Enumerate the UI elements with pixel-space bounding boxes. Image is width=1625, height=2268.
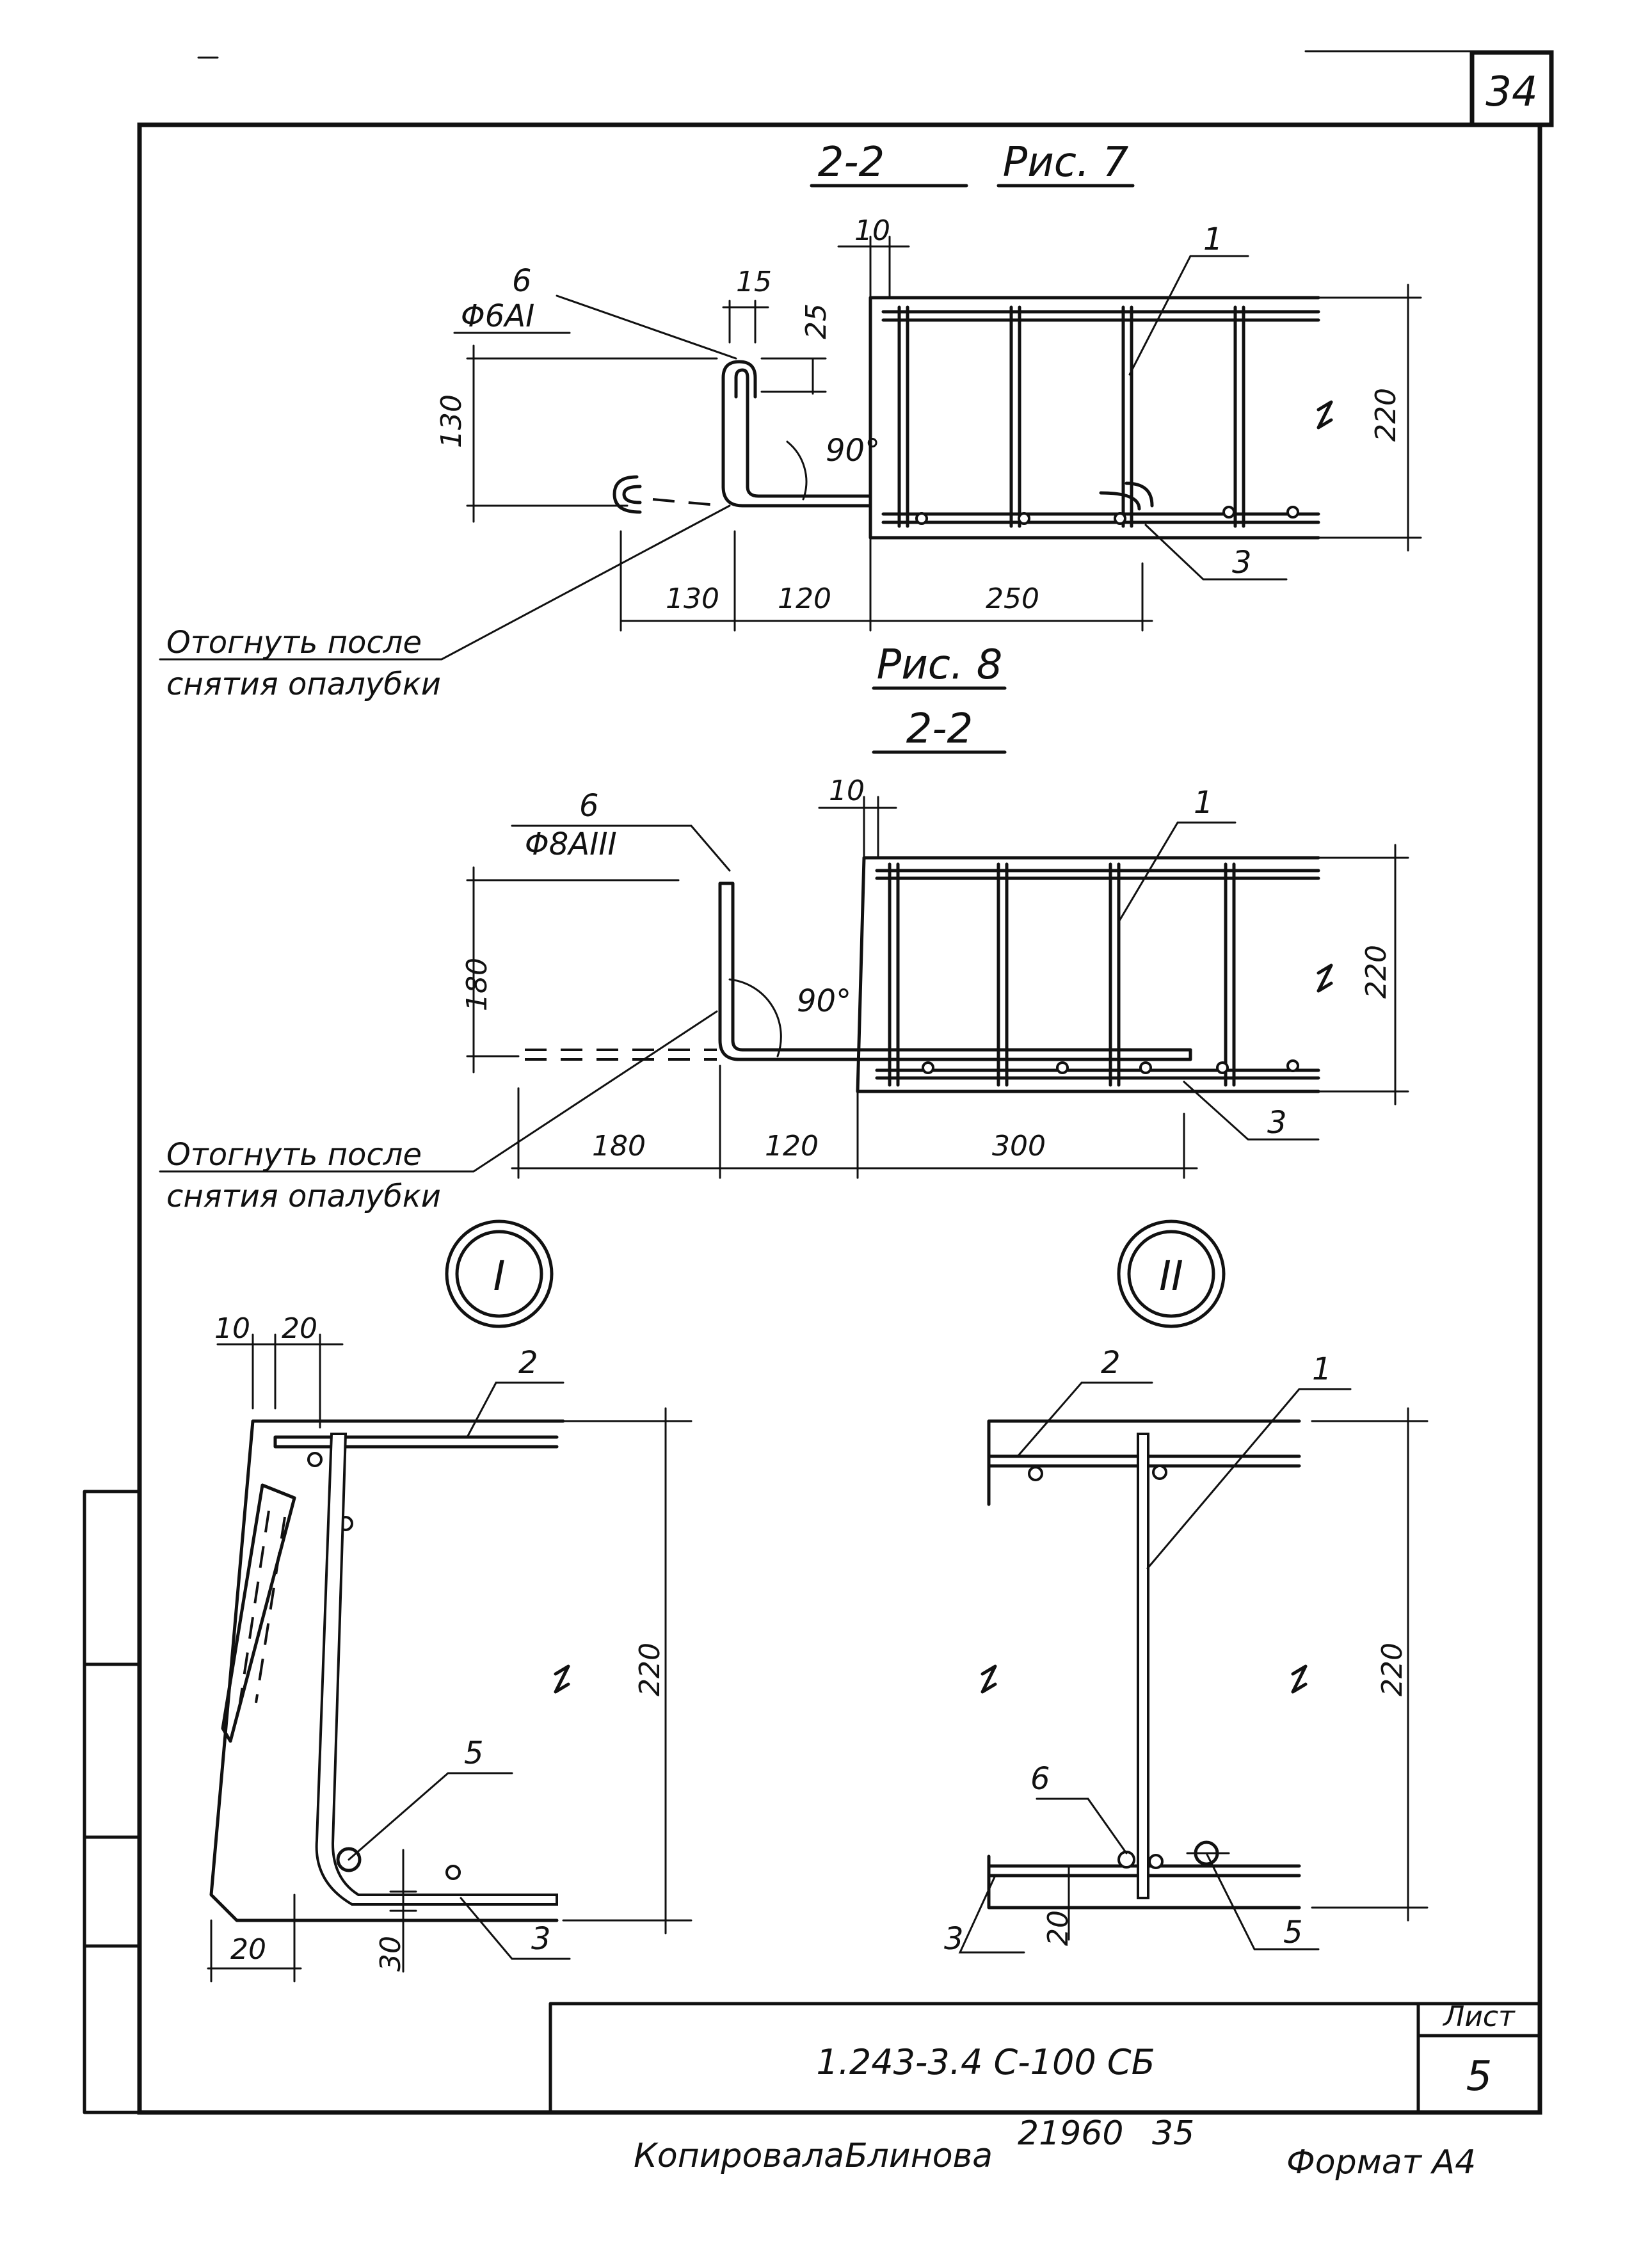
footer-order: 21960: [1018, 2114, 1123, 2153]
detail-2-pos-2: 2: [1101, 1345, 1121, 1381]
detail-2-mark: II: [1159, 1253, 1183, 1300]
fig8-dim-b1: 180: [592, 1130, 646, 1162]
sheet-label: Лист: [1442, 2000, 1516, 2033]
sheet-number: 34: [1485, 68, 1537, 116]
detail-1-dim-20-bot: 20: [230, 1933, 266, 1966]
fig8-note-line2: снятия опалубки: [166, 1178, 441, 1214]
fig7-dim-hook-w: 15: [736, 266, 772, 298]
detail-2-pos-5: 5: [1283, 1915, 1303, 1950]
detail-2-pos-1: 1: [1312, 1351, 1332, 1387]
fig7-title: Рис. 7: [1003, 139, 1129, 186]
fig8-section-label: 2-2: [906, 705, 973, 753]
fig8-pos-3: 3: [1267, 1105, 1287, 1141]
sheet-frame: [83, 50, 1554, 2115]
fig8-rebar-spec: Φ8АIII: [525, 826, 617, 862]
fig8-rebar-pos: 6: [579, 788, 599, 824]
fig8-rebar-6: [718, 881, 1192, 1061]
detail-2-pos-3: 3: [944, 1921, 964, 1957]
figure-7: 2-2 Рис. 7 6 Φ6АI: [159, 139, 1422, 702]
fig8-angle: 90°: [797, 983, 851, 1019]
detail-2-pos-6: 6: [1030, 1761, 1050, 1797]
detail-2: II 220 20 2 1 6 3 5: [944, 1219, 1429, 1957]
sheet-value: 5: [1466, 2053, 1493, 2100]
fig7-dim-total-h: 220: [1370, 388, 1402, 442]
footer-name: Блинова: [845, 2137, 993, 2175]
fig7-pos-1: 1: [1203, 221, 1223, 257]
fig8-title: Рис. 8: [877, 641, 1003, 689]
footer-format: Формат А4: [1286, 2143, 1476, 2182]
fig8-dim-total-h: 220: [1360, 945, 1393, 999]
fig7-pos-3: 3: [1232, 545, 1252, 581]
fig7-note-line1: Отогнуть после: [166, 625, 422, 661]
fig7-dim-b1: 130: [666, 583, 719, 615]
footer-copied: Копировала: [634, 2137, 844, 2175]
figure-8: Рис. 8 2-2 6 Φ8АIII 90° 180 10: [159, 641, 1409, 1214]
fig7-rebar-pos: 6: [512, 263, 532, 299]
fig7-dim-hook-h: 25: [800, 303, 833, 339]
fig7-section-label: 2-2: [818, 139, 885, 186]
detail-1-mark: I: [493, 1253, 506, 1300]
fig7-dim-b2: 120: [778, 583, 831, 615]
fig7-dim-b3: 250: [986, 583, 1039, 615]
detail-1: I 10 20 220 20 30 5 2 3: [207, 1219, 692, 1982]
fig7-angle: 90°: [826, 433, 880, 469]
fig8-dim-b3: 300: [992, 1130, 1046, 1162]
drawing-code: 1.243-3.4 С-100 СБ: [816, 2042, 1155, 2082]
detail-2-dim-20: 20: [1042, 1910, 1075, 1946]
fig7-dim-10: 10: [854, 214, 890, 247]
fig7-dim-height: 130: [435, 394, 468, 448]
detail-1-dim-10: 10: [214, 1312, 250, 1345]
fig7-note-line2: снятия опалубки: [166, 666, 441, 702]
fig7-slab-outline: [869, 296, 1320, 540]
fig7-rebar-6: [721, 360, 872, 508]
detail-1-dim-20-top: 20: [282, 1312, 317, 1345]
fig8-pos-1: 1: [1194, 785, 1213, 821]
fig8-note-line1: Отогнуть после: [166, 1137, 422, 1173]
detail-1-pos-5: 5: [464, 1735, 484, 1771]
detail-1-dim-30: 30: [374, 1936, 407, 1972]
detail-2-dim-height: 220: [1376, 1643, 1409, 1696]
fig7-rebar-spec: Φ6АI: [461, 298, 534, 334]
detail-1-dim-height: 220: [634, 1643, 666, 1696]
detail-1-pos-3: 3: [531, 1921, 551, 1957]
fig8-dim-10: 10: [829, 775, 865, 807]
footer-num: 35: [1152, 2114, 1194, 2153]
fig8-dim-b2: 120: [765, 1130, 819, 1162]
fig8-dim-height: 180: [461, 958, 493, 1011]
detail-1-pos-2: 2: [518, 1345, 538, 1381]
